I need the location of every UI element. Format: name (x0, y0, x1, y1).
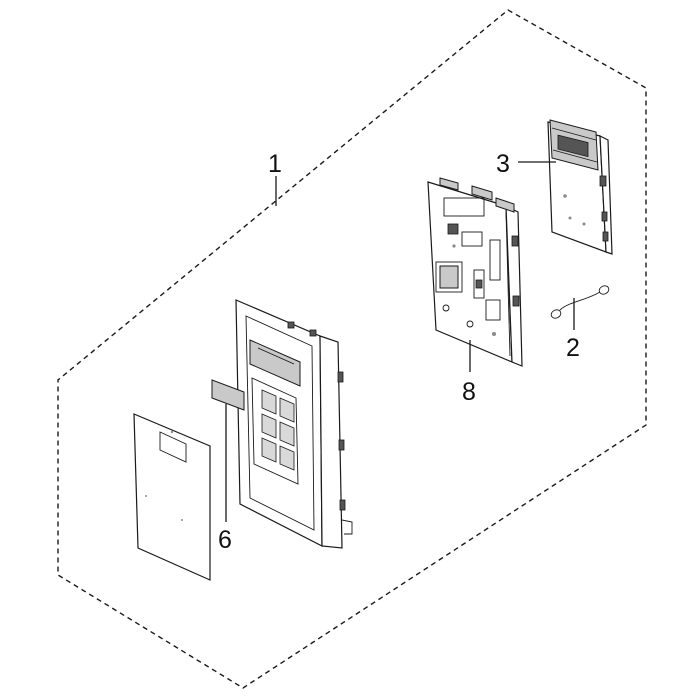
front-cover-sheet (133, 413, 211, 581)
callout-6: 6 (218, 526, 232, 554)
callout-8: 8 (462, 378, 476, 406)
label-sheet (211, 379, 245, 411)
control-frame (427, 177, 523, 367)
callout-1: 1 (268, 150, 282, 178)
callout-3: 3 (496, 150, 510, 178)
assembly-boundary (57, 9, 647, 689)
control-panel (235, 299, 353, 549)
wire-lead (550, 285, 610, 319)
pcb-board (547, 119, 613, 255)
callout-2: 2 (566, 334, 580, 362)
